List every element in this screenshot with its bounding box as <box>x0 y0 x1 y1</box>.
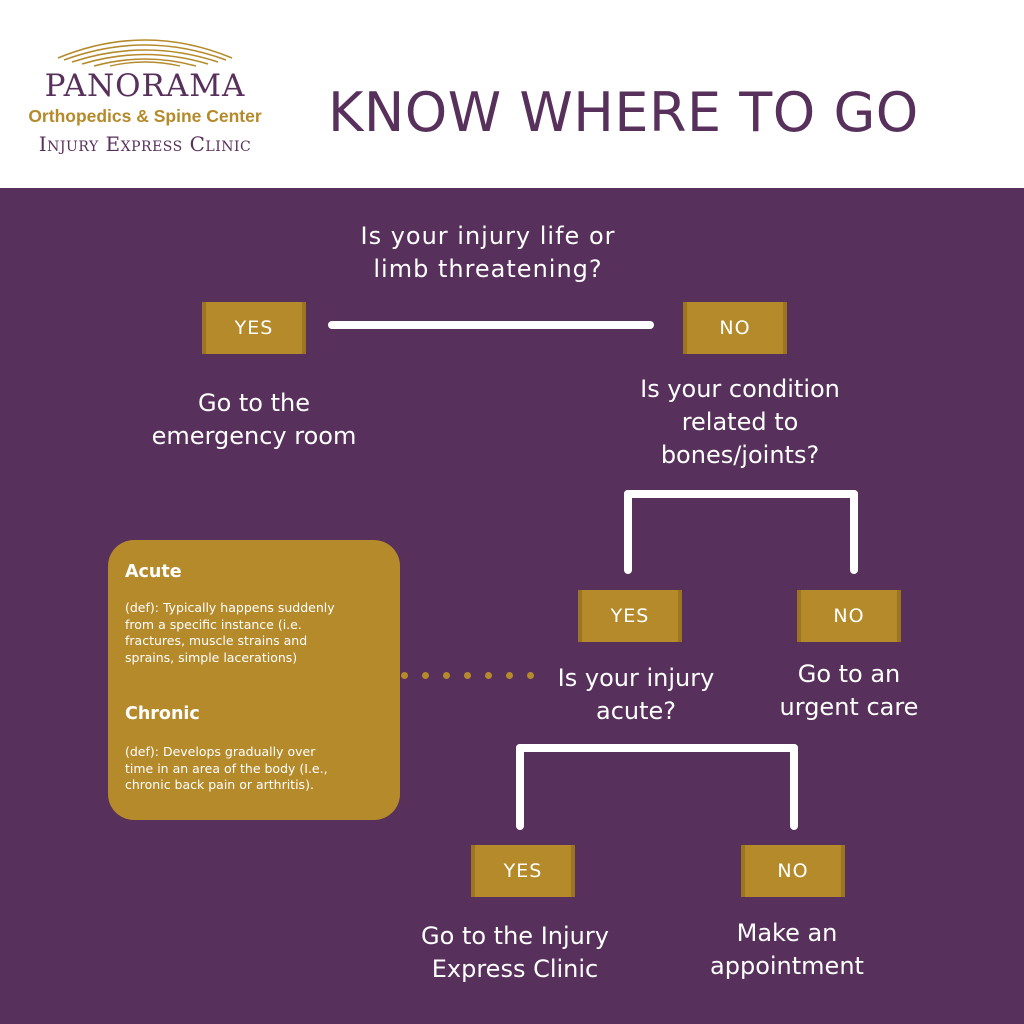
result-emergency-room: Go to the emergency room <box>151 389 357 450</box>
connector-dot <box>443 672 450 679</box>
panorama-logo-arcs-icon <box>57 39 233 67</box>
connector-dot <box>506 672 513 679</box>
q2-branch-left-line <box>624 490 632 574</box>
result-make-appointment: Make an appointment <box>710 919 864 980</box>
question-bones-joints: Is your condition related to bones/joint… <box>640 375 840 469</box>
q3-branch-right-line <box>790 744 798 830</box>
logo-clinic-name: Injury Express Clinic <box>38 132 252 156</box>
result-urgent-care: Go to an urgent care <box>779 660 919 721</box>
q2-no-tag: NO <box>797 590 901 642</box>
q2-branch-right-line <box>850 490 858 574</box>
connector-dot <box>485 672 492 679</box>
q1-no-tag: NO <box>683 302 787 354</box>
connector-dot <box>401 672 408 679</box>
acute-definition: (def): Typically happens suddenly from a… <box>125 600 335 665</box>
q1-yes-tag: YES <box>202 302 306 354</box>
q2-branch-top-line <box>624 490 858 498</box>
q3-branch-left-line <box>516 744 524 830</box>
acute-term: Acute <box>125 562 182 582</box>
question-life-or-limb: Is your injury life or limb threatening? <box>360 222 616 283</box>
page-title: KNOW WHERE TO GO <box>328 81 919 144</box>
connector-dot <box>464 672 471 679</box>
definitions-box: Acute (def): Typically happens suddenly … <box>108 540 400 820</box>
q1-connector-line <box>328 321 654 329</box>
logo-subtitle: Orthopedics & Spine Center <box>28 106 262 126</box>
logo-name: Panorama <box>44 68 246 104</box>
header: Panorama Orthopedics & Spine Center Inju… <box>0 0 1024 188</box>
connector-dot <box>527 672 534 679</box>
q3-branch-top-line <box>516 744 798 752</box>
connector-dot <box>422 672 429 679</box>
chronic-definition: (def): Develops gradually over time in a… <box>125 744 328 792</box>
q2-yes-tag: YES <box>578 590 682 642</box>
result-injury-express-clinic: Go to the Injury Express Clinic <box>421 922 609 983</box>
q3-no-tag: NO <box>741 845 845 897</box>
q3-yes-tag: YES <box>471 845 575 897</box>
chronic-term: Chronic <box>125 704 200 724</box>
question-acute: Is your injury acute? <box>557 664 715 725</box>
